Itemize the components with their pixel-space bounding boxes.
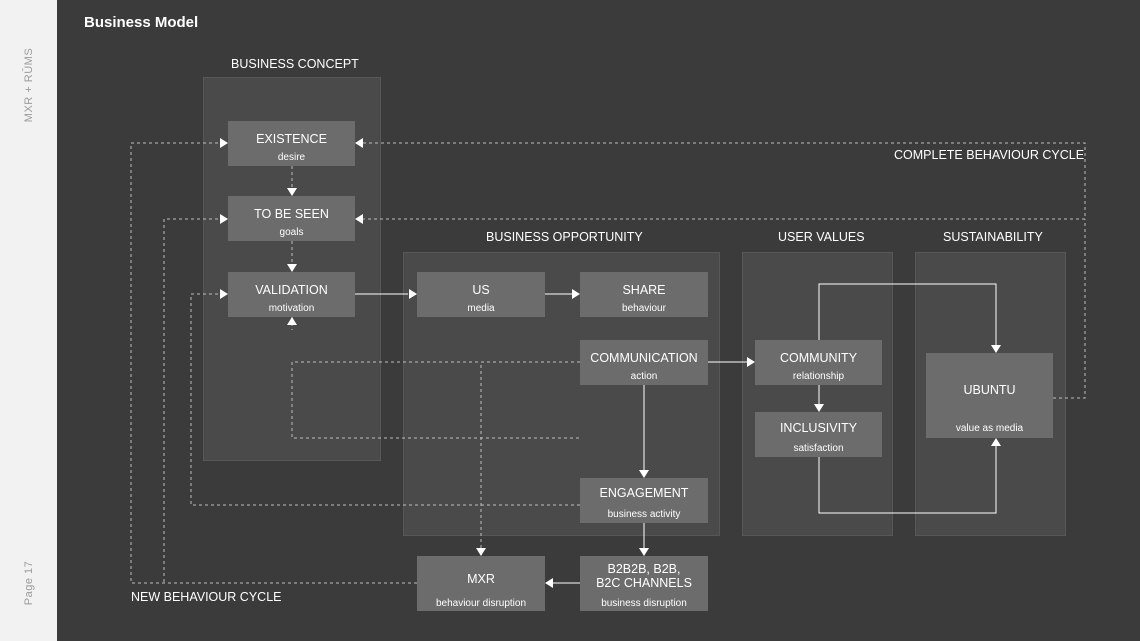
arrow-b2b — [639, 548, 649, 556]
node-mxr: MXR behaviour disruption — [417, 556, 545, 611]
node-validation-title: VALIDATION — [255, 283, 328, 297]
node-existence: EXISTENCE desire — [228, 121, 355, 166]
node-b2b-channels-sub: business disruption — [601, 598, 687, 609]
arrow-mxr-right — [545, 578, 553, 588]
node-share-title: SHARE — [622, 283, 666, 297]
business-opportunity-label: BUSINESS OPPORTUNITY — [486, 230, 643, 244]
node-existence-sub: desire — [277, 152, 306, 163]
arrow-mxr-top — [476, 548, 486, 556]
node-community-sub: relationship — [792, 371, 845, 382]
node-inclusivity-title: INCLUSIVITY — [779, 421, 858, 435]
page-title: Business Model — [84, 14, 199, 31]
node-validation-sub: motivation — [268, 303, 315, 314]
node-engagement: ENGAGEMENT business activity — [580, 478, 708, 523]
user-values-panel — [742, 252, 893, 536]
new-cycle-label: NEW BEHAVIOUR CYCLE — [131, 590, 282, 604]
node-engagement-sub: business activity — [607, 509, 681, 520]
node-mxr-sub: behaviour disruption — [435, 598, 527, 609]
node-inclusivity-sub: satisfaction — [793, 443, 844, 454]
sidebar-brand: MXR + RŪMS — [23, 47, 35, 123]
node-communication-title: COMMUNICATION — [590, 351, 698, 365]
node-engagement-title: ENGAGEMENT — [599, 486, 689, 500]
sustainability-label: SUSTAINABILITY — [943, 230, 1043, 244]
node-validation: VALIDATION motivation — [228, 272, 355, 317]
node-ubuntu-title: UBUNTU — [963, 383, 1016, 397]
node-us-sub: media — [467, 303, 495, 314]
node-to-be-seen-sub: goals — [279, 227, 304, 238]
node-to-be-seen-title: TO BE SEEN — [254, 207, 329, 221]
node-communication-sub: action — [630, 371, 658, 382]
node-b2b-channels: B2B2B, B2B, B2C CHANNELS business disrup… — [580, 556, 708, 611]
node-community-title: COMMUNITY — [779, 351, 858, 365]
node-mxr-title: MXR — [467, 572, 495, 586]
node-share: SHARE behaviour — [580, 272, 708, 317]
node-existence-title: EXISTENCE — [256, 132, 327, 146]
node-to-be-seen: TO BE SEEN goals — [228, 196, 355, 241]
node-us-title: US — [472, 283, 490, 297]
node-b2b-channels-title: B2B2B, B2B, B2C CHANNELS — [596, 562, 692, 590]
node-ubuntu: UBUNTU value as media — [926, 353, 1053, 438]
node-inclusivity: INCLUSIVITY satisfaction — [755, 412, 882, 457]
node-ubuntu-sub: value as media — [955, 423, 1024, 434]
sidebar: MXR + RŪMS Page 17 — [0, 0, 57, 641]
business-concept-label: BUSINESS CONCEPT — [231, 57, 359, 71]
node-us: US media — [417, 272, 545, 317]
user-values-label: USER VALUES — [778, 230, 865, 244]
node-share-sub: behaviour — [622, 303, 666, 314]
complete-cycle-label: COMPLETE BEHAVIOUR CYCLE — [894, 148, 1085, 162]
node-communication: COMMUNICATION action — [580, 340, 708, 385]
node-community: COMMUNITY relationship — [755, 340, 882, 385]
page-number: Page 17 — [23, 560, 35, 606]
